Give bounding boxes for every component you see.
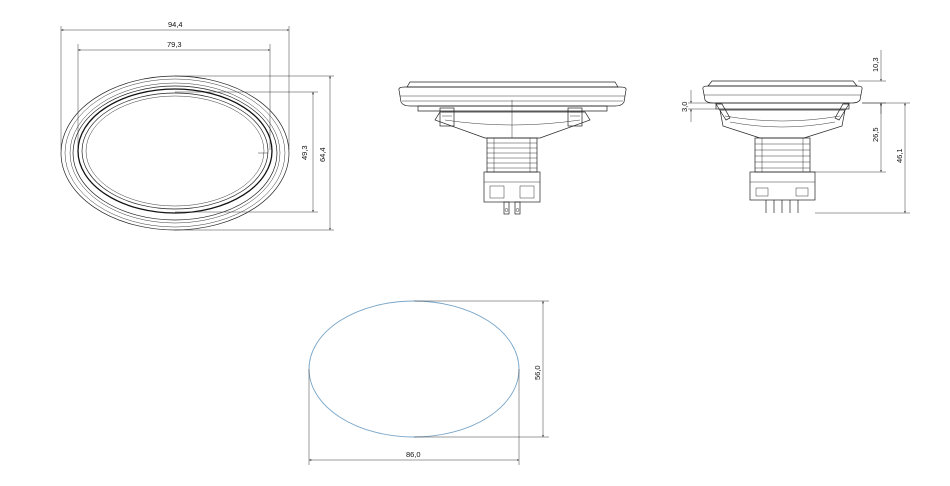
dim-cutout-height-label: 56,0 bbox=[533, 365, 542, 380]
dim-inner-width-label: 79,3 bbox=[167, 40, 182, 49]
side-view bbox=[398, 81, 627, 215]
panel-cutout: 56,0 86,0 bbox=[308, 300, 549, 465]
dim-body-depth-label: 26,5 bbox=[871, 127, 880, 142]
dim-body-depth: 26,5 bbox=[810, 103, 886, 173]
dim-flange-thickness: 3,0 bbox=[680, 90, 716, 122]
front-view bbox=[60, 75, 290, 231]
side-view-rotated bbox=[702, 80, 863, 213]
dim-outer-height-label: 64,4 bbox=[318, 147, 327, 162]
dim-total-depth-label: 46,1 bbox=[895, 148, 904, 163]
dim-outer-height: 64,4 bbox=[175, 75, 334, 231]
dim-total-depth: 46,1 bbox=[815, 102, 910, 214]
dim-outer-width: 94,4 bbox=[60, 20, 290, 150]
dim-bezel-height: 10,3 bbox=[858, 50, 886, 114]
dim-flange-thickness-label: 3,0 bbox=[680, 102, 689, 112]
dim-outer-width-label: 94,4 bbox=[168, 20, 183, 29]
dim-inner-width: 79,3 bbox=[77, 40, 271, 150]
dim-bezel-height-label: 10,3 bbox=[871, 57, 880, 72]
dim-inner-height-label: 49,3 bbox=[300, 145, 309, 160]
dim-inner-height: 49,3 bbox=[175, 91, 318, 213]
dim-cutout-width-label: 86,0 bbox=[406, 450, 421, 459]
